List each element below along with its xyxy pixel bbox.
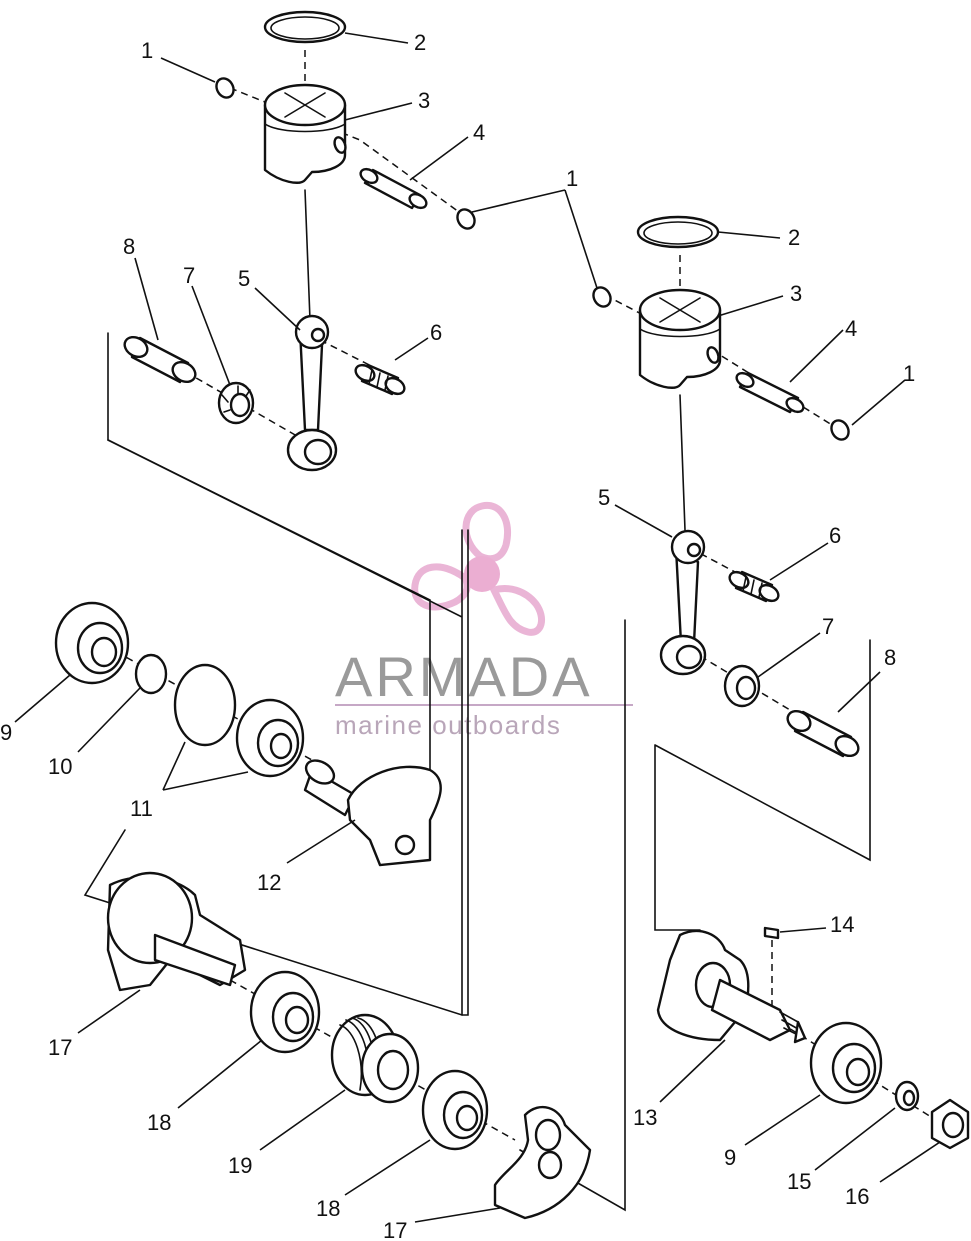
- crankshaft-half-13: [656, 929, 807, 1044]
- callout-2: 2: [414, 30, 426, 55]
- labyrinth-seal-19: [330, 1013, 420, 1104]
- assembly-bracket-crank: [83, 529, 469, 1016]
- woodruff-key-14: [763, 926, 780, 940]
- callout-17: 17: [383, 1218, 407, 1241]
- callout-17: 17: [48, 1035, 72, 1060]
- bushing-left: [123, 335, 197, 384]
- piston-left: [263, 83, 347, 184]
- pin-axis-left: [229, 87, 471, 221]
- callout-4: 4: [845, 316, 857, 341]
- callout-4: 4: [473, 120, 485, 145]
- callout-11: 11: [130, 796, 153, 821]
- callout-16: 16: [845, 1184, 869, 1209]
- callout-6: 6: [829, 523, 841, 548]
- circlip-right-top: [592, 286, 612, 308]
- callout-15: 15: [787, 1169, 811, 1194]
- callout-7: 7: [822, 614, 834, 639]
- piston-right: [638, 288, 722, 389]
- needle-bearing-small-end-right: [728, 570, 780, 603]
- callout-13: 13: [633, 1105, 657, 1130]
- crankshaft-half-12: [303, 759, 442, 867]
- callout-9: 9: [724, 1145, 736, 1170]
- crankshaft-half-17-lower: [493, 1105, 592, 1220]
- propeller-logo: [411, 501, 546, 636]
- callout-2: 2: [788, 225, 800, 250]
- callout-5: 5: [238, 266, 250, 291]
- ball-bearing-9-left: [54, 601, 130, 685]
- callout-1: 1: [903, 361, 915, 386]
- callout-10: 10: [48, 754, 72, 779]
- callout-12: 12: [257, 870, 281, 895]
- piston-pin-right: [735, 371, 805, 414]
- output-shaft-axis: [759, 1009, 961, 1136]
- connecting-rod-right: [659, 529, 707, 676]
- circlip-left-bottom: [456, 208, 476, 230]
- propeller-blade-right: [488, 585, 546, 636]
- callout-3: 3: [418, 88, 430, 113]
- washer-15: [894, 1080, 920, 1112]
- ball-bearing-11: [235, 698, 305, 778]
- piston-ring-right: [636, 215, 720, 249]
- callout-14: 14: [830, 912, 854, 937]
- callout-1: 1: [141, 38, 153, 63]
- callout-8: 8: [884, 645, 896, 670]
- callout-18: 18: [316, 1196, 340, 1221]
- watermark-title: ARMADA: [335, 645, 593, 708]
- snap-ring-10: [134, 653, 168, 695]
- bushing-right: [786, 709, 860, 758]
- propeller-blade-left: [411, 563, 471, 611]
- leader-lines: [14, 32, 941, 1223]
- circlip-right-bottom: [830, 419, 850, 441]
- needle-bearing-small-end-left: [354, 363, 406, 396]
- needle-bearing-big-end-left: [217, 381, 255, 425]
- callout-9: 9: [0, 720, 12, 745]
- retaining-ring-11: [173, 663, 237, 747]
- ball-bearing-9-right: [809, 1021, 883, 1105]
- callout-19: 19: [228, 1153, 252, 1178]
- piston-to-rod-line-left: [304, 189, 311, 321]
- piston-pin-left: [359, 167, 428, 210]
- propeller-blade-top: [462, 501, 511, 563]
- ball-bearing-18-upper: [249, 970, 321, 1054]
- piston-to-rod-line-right: [679, 394, 686, 531]
- callout-1: 1: [566, 166, 578, 191]
- piston-ring-left: [263, 10, 347, 44]
- callout-3: 3: [790, 281, 802, 306]
- callout-5: 5: [598, 485, 610, 510]
- callout-8: 8: [123, 234, 135, 259]
- armada-watermark: ARMADA marine outboards: [335, 501, 633, 740]
- connecting-rod-left: [286, 314, 338, 472]
- circlip-left-top: [215, 77, 235, 99]
- needle-bearing-big-end-right: [723, 664, 761, 708]
- callout-18: 18: [147, 1110, 171, 1135]
- ball-bearing-18-lower: [421, 1069, 489, 1151]
- assembly-bracket-right-2: [654, 639, 871, 931]
- nut-16: [930, 1098, 970, 1150]
- callout-labels: 1 2 3 4 1 2 3 4 1 8 7 5 6 5 6 7 8 9 10 1…: [0, 30, 915, 1241]
- small-end-axis-left: [319, 339, 396, 379]
- callout-7: 7: [183, 263, 195, 288]
- propeller-hub: [464, 556, 500, 592]
- callout-6: 6: [430, 320, 442, 345]
- crankshaft-half-17-upper: [106, 871, 247, 992]
- watermark-subtitle: marine outboards: [335, 710, 561, 740]
